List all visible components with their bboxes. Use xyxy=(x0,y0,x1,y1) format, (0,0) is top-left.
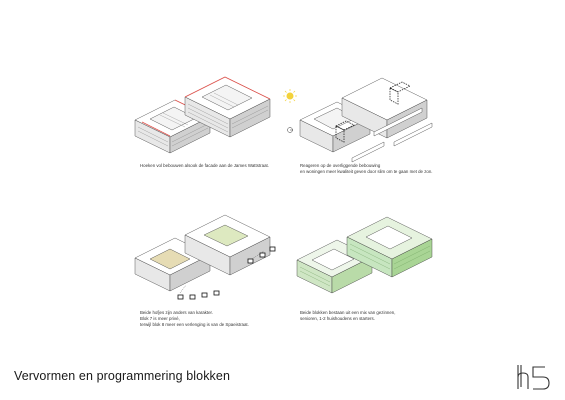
diagram-courtyard-character xyxy=(134,214,276,300)
diagram-sun-orientation xyxy=(283,77,433,163)
caption-bottom-right: Beide blokken bestaan uit een mix van ge… xyxy=(300,310,395,322)
caption-line: senioren, 1-2 huishoudens en starters. xyxy=(300,316,375,321)
caption-line: terwijl blok 8 meer een verlenging is va… xyxy=(140,322,249,327)
caption-line: Blok 7 is meer privé, xyxy=(140,316,180,321)
caption-line: en woningen meer kwaliteit geven door sl… xyxy=(300,169,433,174)
page-title: Vervormen en programmering blokken xyxy=(14,369,231,383)
compass-icon xyxy=(287,127,293,133)
sun-icon xyxy=(283,89,297,103)
caption-top-right: Reageren op de overliggende bebouwing en… xyxy=(300,163,433,175)
caption-line: Beide hofjes zijn anders van karakter. xyxy=(140,310,213,315)
caption-top-left: Hoeken vol bebouwen alsook de facade aan… xyxy=(140,163,269,168)
caption-line: Reageren op de overliggende bebouwing xyxy=(300,163,381,168)
caption-bottom-left: Beide hofjes zijn anders van karakter. B… xyxy=(140,310,249,328)
diagram-housing-mix xyxy=(296,216,433,294)
caption-line: Beide blokken bestaan uit een mix van ge… xyxy=(300,310,396,315)
diagram-corner-infill xyxy=(134,76,271,154)
h5-logo-icon xyxy=(517,365,550,390)
